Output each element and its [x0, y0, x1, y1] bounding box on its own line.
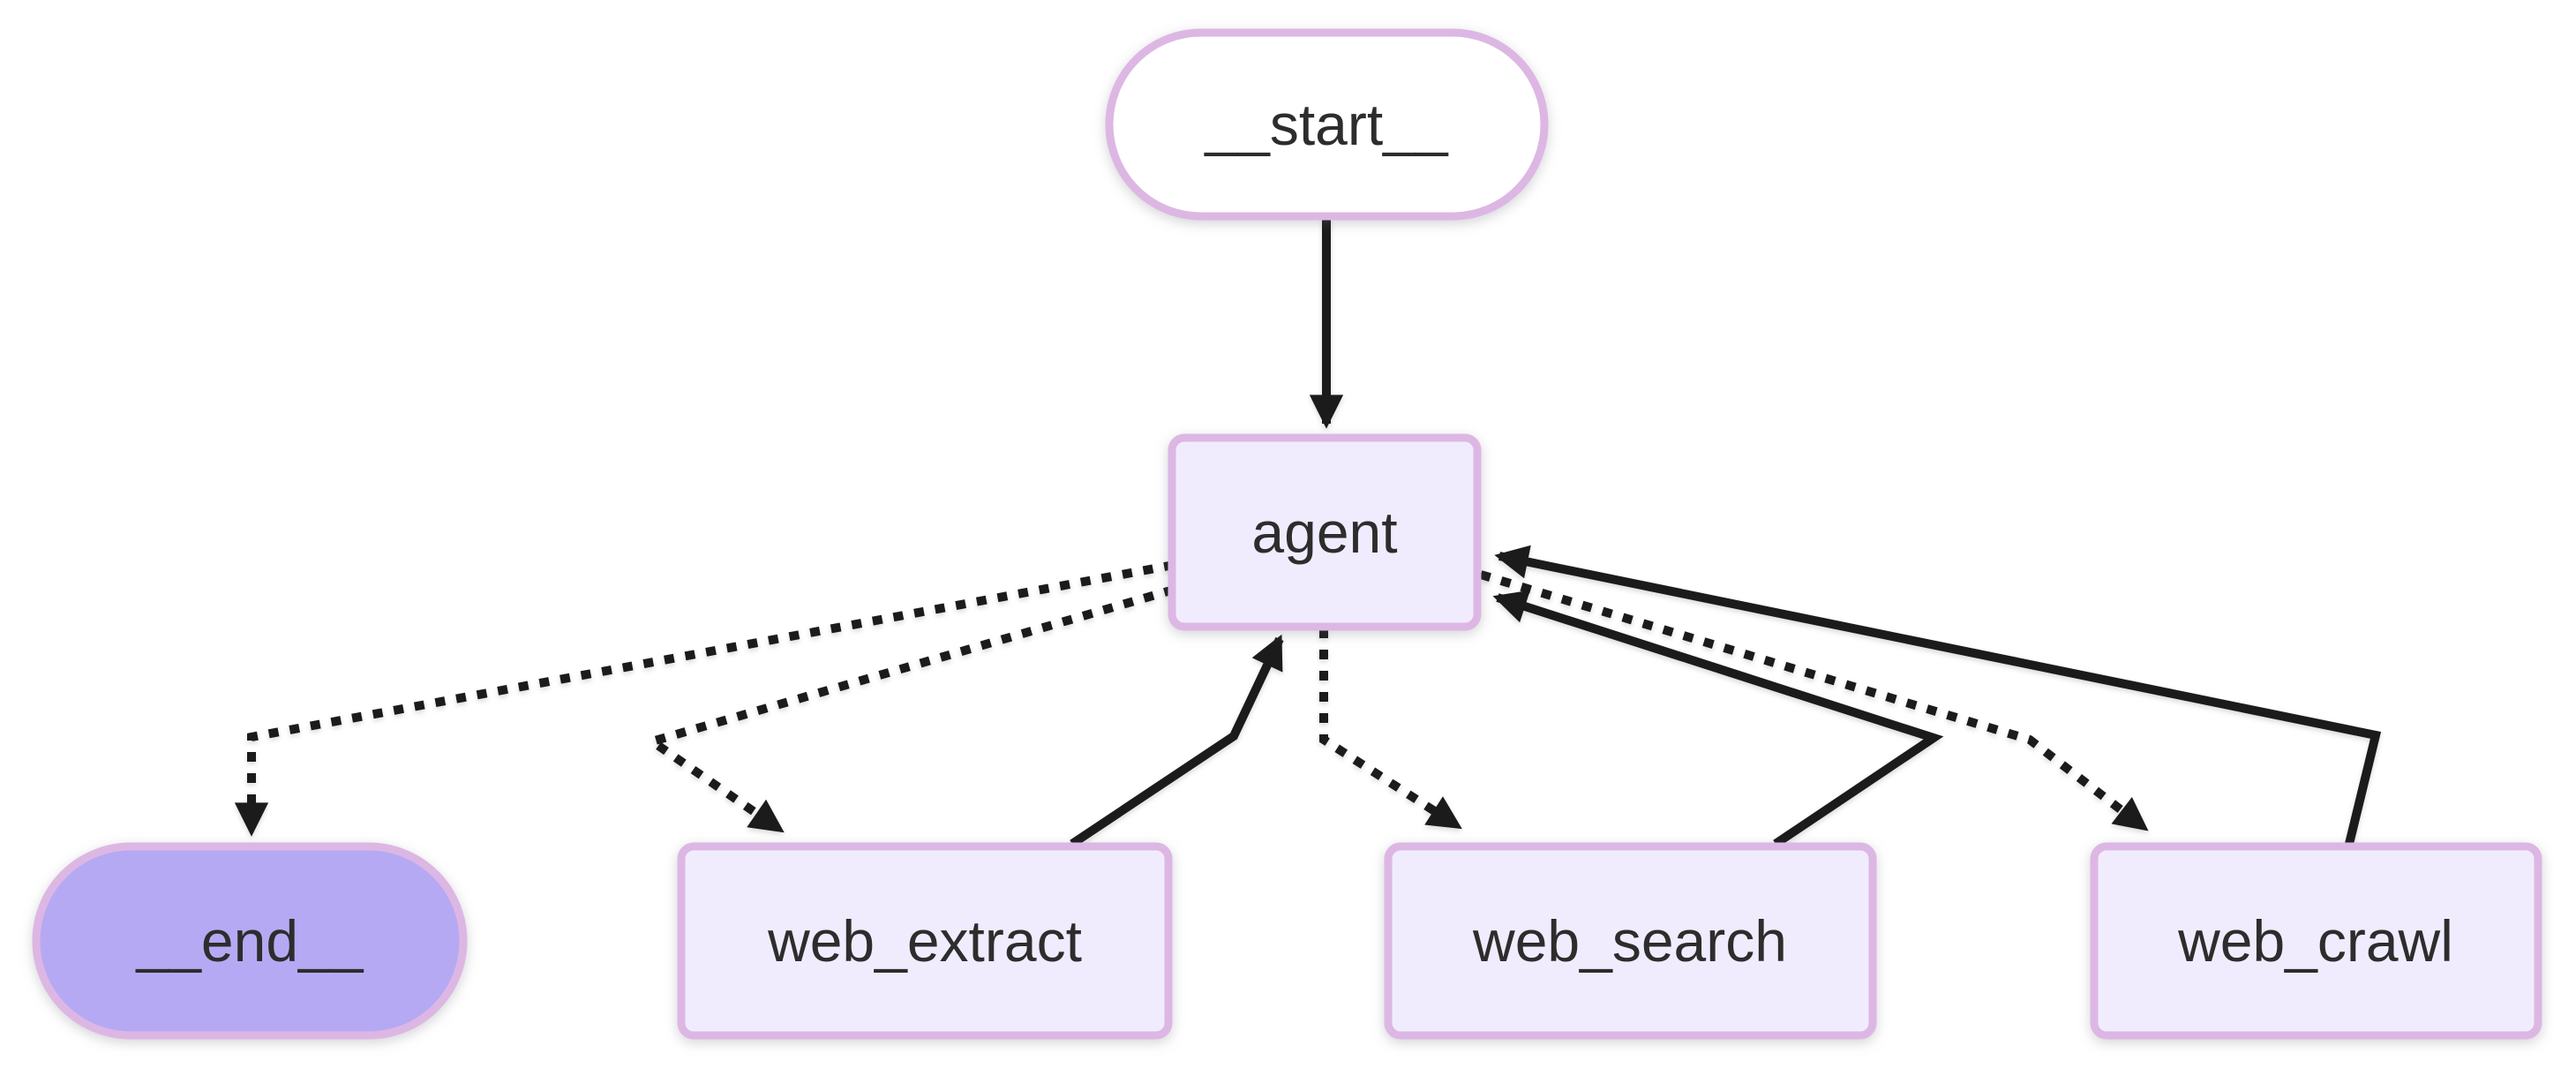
node-web-crawl-label: web_crawl: [2177, 908, 2453, 974]
node-web-extract-shape: [677, 842, 1173, 1040]
edge-web-search-to-agent: [1492, 590, 1944, 848]
node-end-shape: [32, 842, 468, 1040]
node-web-extract: web_extract: [677, 842, 1173, 1040]
node-web-crawl-shape: [2090, 842, 2542, 1040]
node-agent-label: agent: [1251, 500, 1397, 565]
node-web-search-shape: [1384, 842, 1877, 1040]
node-web-search: web_search: [1384, 842, 1877, 1040]
edges-layer: [234, 218, 2382, 848]
node-start-label: __start__: [1204, 92, 1448, 157]
node-web-extract-label: web_extract: [767, 908, 1082, 974]
edge-agent-to-web-crawl: [1479, 570, 2149, 831]
edge-agent-to-web-search: [1319, 628, 1462, 831]
node-agent-shape: [1168, 433, 1482, 631]
node-start-shape: [1105, 28, 1549, 221]
edge-agent-to-web-extract: [642, 585, 1175, 834]
node-web-search-label: web_search: [1472, 908, 1787, 974]
node-web-crawl: web_crawl: [2090, 842, 2542, 1040]
node-end: __end__: [32, 842, 468, 1040]
edge-agent-to-end: [234, 560, 1175, 837]
edge-web-crawl-to-agent: [1494, 545, 2382, 846]
node-start: __start__: [1105, 28, 1549, 221]
node-agent: agent: [1168, 433, 1482, 631]
edge-web-extract-to-agent: [1070, 634, 1284, 848]
node-end-label: __end__: [136, 908, 364, 974]
